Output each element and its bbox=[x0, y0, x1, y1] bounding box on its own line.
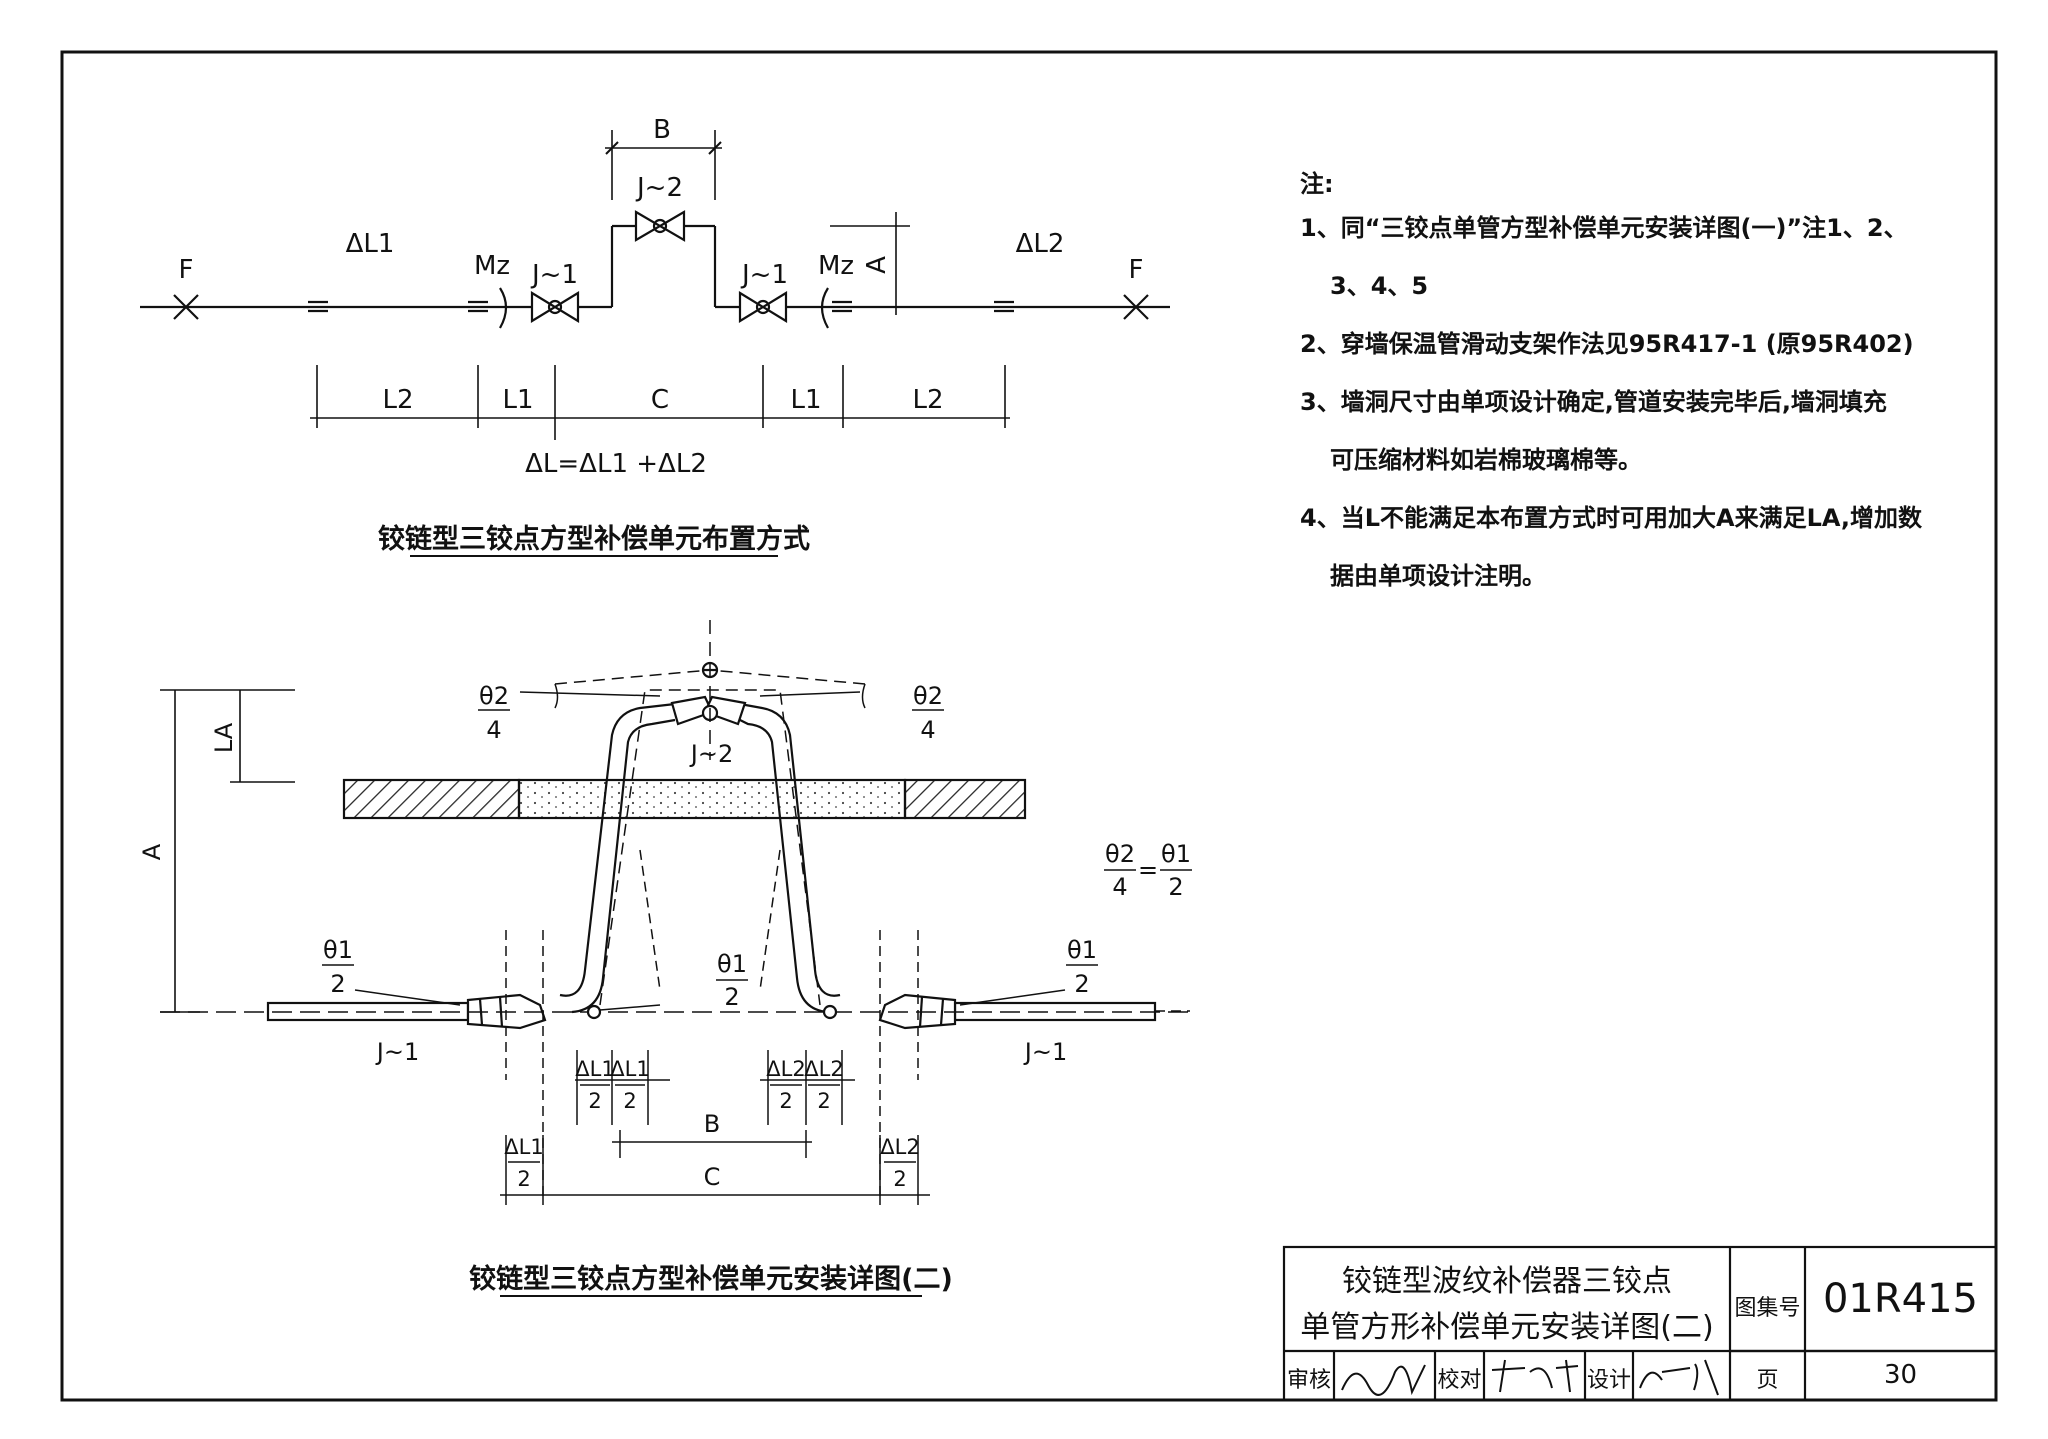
label-seg-l1-right: L1 bbox=[790, 385, 821, 415]
layout-labels: B J~2 J~1 J~1 Mz Mz F F ΔL1 ΔL2 A L2 L1 … bbox=[179, 115, 1144, 555]
signature-check bbox=[1491, 1359, 1579, 1393]
label-theta1-right: θ1 bbox=[1067, 936, 1097, 964]
label-dim-b-detail: B bbox=[704, 1110, 720, 1138]
note-line-2: 3、4、5 bbox=[1330, 272, 1429, 300]
label-seg-l1-left: L1 bbox=[502, 385, 533, 415]
label-two-right: 2 bbox=[1074, 970, 1089, 998]
tb-atlas-number: 01R415 bbox=[1822, 1276, 1979, 1322]
label-dl1-b: ΔL1 bbox=[610, 1057, 649, 1081]
layout-caption: 铰链型三铰点方型补偿单元布置方式 bbox=[378, 523, 810, 555]
sheet-frame bbox=[60, 50, 1998, 1402]
detail-diagram bbox=[160, 620, 1192, 1297]
label-formula: ΔL=ΔL1 +ΔL2 bbox=[525, 449, 707, 479]
detail-caption: 铰链型三铰点方型补偿单元安装详图(二) bbox=[469, 1263, 953, 1295]
label-dim-c-detail: C bbox=[704, 1163, 721, 1191]
label-theta1-mid: θ1 bbox=[717, 950, 747, 978]
label-four-left: 4 bbox=[486, 716, 501, 744]
label-dl2-c: ΔL2 bbox=[880, 1135, 919, 1159]
label-dl1-a: ΔL1 bbox=[575, 1057, 614, 1081]
label-relation-two: 2 bbox=[1168, 873, 1183, 901]
label-joint-j1-right: J~1 bbox=[740, 260, 788, 290]
note-line-7: 据由单项设计注明。 bbox=[1330, 562, 1546, 590]
tb-design-label: 设计 bbox=[1586, 1368, 1631, 1393]
note-line-1: 1、同“三铰点单管方型补偿单元安装详图(一)”注1、2、 bbox=[1300, 214, 1908, 242]
detail-labels: LA A θ2 4 θ2 4 J~2 θ1 2 θ1 2 θ1 2 θ2 4 =… bbox=[138, 682, 1191, 1295]
label-two-f: 2 bbox=[893, 1167, 906, 1191]
label-joint-j1-left: J~1 bbox=[530, 260, 578, 290]
label-theta1-left: θ1 bbox=[323, 936, 353, 964]
label-relation-theta2: θ2 bbox=[1105, 840, 1135, 868]
label-seg-l2-left: L2 bbox=[382, 385, 413, 415]
tb-check-label: 校对 bbox=[1437, 1368, 1482, 1393]
label-two-c: 2 bbox=[779, 1089, 792, 1113]
label-fixed-left: F bbox=[179, 255, 194, 285]
label-theta2-right: θ2 bbox=[913, 682, 943, 710]
label-relation-four: 4 bbox=[1112, 873, 1127, 901]
label-guide-left: Mz bbox=[474, 251, 510, 281]
label-dl2-a: ΔL2 bbox=[766, 1057, 805, 1081]
label-fixed-right: F bbox=[1129, 255, 1144, 285]
label-two-e: 2 bbox=[517, 1167, 530, 1191]
layout-diagram bbox=[140, 130, 1170, 557]
label-two-b: 2 bbox=[623, 1089, 636, 1113]
tb-review-label: 审核 bbox=[1286, 1368, 1331, 1393]
signature-design bbox=[1639, 1359, 1719, 1396]
signature-review bbox=[1341, 1364, 1426, 1396]
label-joint-j2: J~2 bbox=[635, 173, 683, 203]
label-dim-b: B bbox=[653, 115, 671, 145]
label-dl1-c: ΔL1 bbox=[504, 1135, 543, 1159]
label-guide-right: Mz bbox=[818, 251, 854, 281]
wall-opening bbox=[517, 778, 907, 820]
note-line-3: 2、穿墙保温管滑动支架作法见95R417-1 (原95R402) bbox=[1300, 330, 1914, 358]
label-seg-c: C bbox=[651, 385, 669, 415]
label-two-a: 2 bbox=[588, 1089, 601, 1113]
note-line-4: 3、墙洞尺寸由单项设计确定,管道安装完毕后,墙洞填充 bbox=[1300, 388, 1887, 416]
label-delta-l1: ΔL1 bbox=[346, 229, 395, 259]
tb-atlas-label: 图集号 bbox=[1734, 1296, 1801, 1321]
label-dim-a-detail: A bbox=[138, 843, 166, 860]
label-joint-j1-right-detail: J~1 bbox=[1023, 1038, 1067, 1066]
label-theta2-left: θ2 bbox=[479, 682, 509, 710]
label-dim-la: LA bbox=[210, 722, 238, 753]
label-joint-j2-detail: J~2 bbox=[689, 740, 733, 768]
label-dl2-b: ΔL2 bbox=[804, 1057, 843, 1081]
note-line-6: 4、当L不能满足本布置方式时可用加大A来满足LA,增加数 bbox=[1300, 504, 1922, 532]
title-block bbox=[1282, 1245, 1998, 1402]
label-joint-j1-left-detail: J~1 bbox=[375, 1038, 419, 1066]
tb-title-line-1: 铰链型波纹补偿器三铰点 bbox=[1342, 1264, 1672, 1299]
label-relation-theta1: θ1 bbox=[1161, 840, 1191, 868]
label-dim-a: A bbox=[862, 256, 892, 274]
label-seg-l2-right: L2 bbox=[912, 385, 943, 415]
note-line-5: 可压缩材料如岩棉玻璃棉等。 bbox=[1330, 446, 1642, 474]
tb-page-number: 30 bbox=[1883, 1360, 1918, 1390]
label-four-right: 4 bbox=[920, 716, 935, 744]
label-two-mid: 2 bbox=[724, 983, 739, 1011]
label-delta-l2: ΔL2 bbox=[1016, 229, 1065, 259]
wall-hatch-left bbox=[342, 778, 521, 820]
label-relation-eq: = bbox=[1138, 856, 1158, 884]
notes-title: 注: bbox=[1300, 170, 1334, 198]
label-two-left: 2 bbox=[330, 970, 345, 998]
tb-page-label: 页 bbox=[1756, 1368, 1779, 1393]
tb-title-line-2: 单管方形补偿单元安装详图(二) bbox=[1300, 1310, 1714, 1345]
label-two-d: 2 bbox=[817, 1089, 830, 1113]
wall-hatch-right bbox=[903, 778, 1027, 820]
